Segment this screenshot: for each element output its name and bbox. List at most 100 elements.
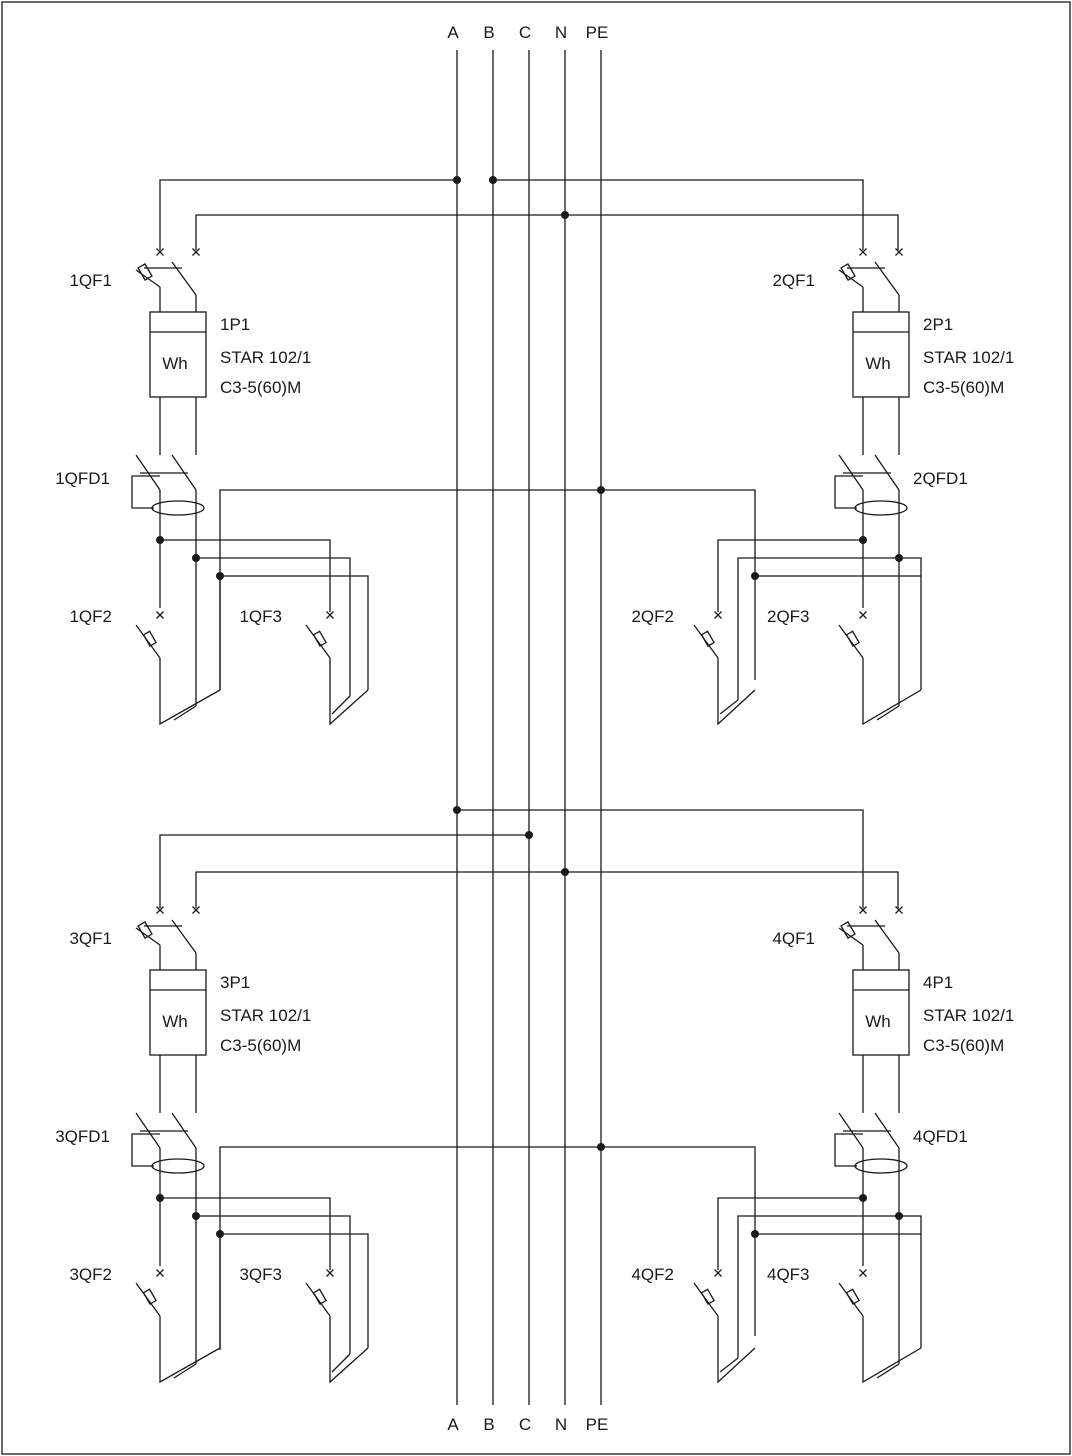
meter-symbol: Wh [865, 1012, 891, 1031]
pe-feeder-upper [219, 489, 756, 690]
rcd-label: 4QFD1 [913, 1127, 968, 1146]
terminal-cross [156, 248, 164, 256]
breaker-label: 4QF1 [772, 929, 815, 948]
feeder-4 [457, 809, 864, 908]
test-loop [131, 475, 160, 509]
meter-rating: C3-5(60)M [220, 1036, 301, 1055]
meter-symbol: Wh [162, 354, 188, 373]
rcd-label: 2QFD1 [913, 469, 968, 488]
test-loop [834, 475, 863, 509]
meter-rating: C3-5(60)M [220, 378, 301, 397]
meter-symbol: Wh [865, 354, 891, 373]
output-label-2: 3QF3 [239, 1265, 282, 1284]
rcd-label: 1QFD1 [55, 469, 110, 488]
trip-coil [137, 921, 153, 939]
junction-dot [453, 806, 461, 814]
output-cable [717, 1328, 756, 1384]
wire [173, 1363, 197, 1379]
cross-stroke [714, 1269, 722, 1277]
terminal-cross [326, 1269, 334, 1277]
wire [173, 705, 197, 721]
meter-box [149, 311, 207, 398]
junction-dot [561, 211, 569, 219]
bus-label-bottom: PE [586, 1415, 609, 1434]
terminal-cross [714, 611, 722, 619]
main-breaker [838, 261, 900, 312]
output-cable [862, 1328, 922, 1384]
meter-box [852, 969, 910, 1056]
bus-label-bottom: B [483, 1415, 494, 1434]
test-loop [834, 1133, 863, 1167]
rcd-switch [131, 454, 205, 558]
switch-blade [874, 261, 900, 296]
breaker-label: 3QF1 [69, 929, 112, 948]
output-feed-pe-right [899, 557, 922, 690]
output-feed-neutral [196, 557, 351, 696]
bus-label-top: PE [586, 23, 609, 42]
terminal-cross [895, 906, 903, 914]
cross-stroke [859, 1269, 867, 1277]
output-feed-neutral [737, 1215, 899, 1358]
output-feed-phase [717, 1197, 863, 1270]
meter-rating: C3-5(60)M [923, 378, 1004, 397]
switch-blade [874, 919, 900, 954]
junction-dot [525, 831, 533, 839]
junction-dot [597, 1143, 605, 1151]
cross-stroke [859, 248, 867, 256]
output-feed-neutral [196, 1215, 351, 1354]
breaker-label: 2QF1 [772, 271, 815, 290]
output-label-2: 2QF3 [767, 607, 810, 626]
bus-label-top: A [447, 23, 459, 42]
output-label-1: 3QF2 [69, 1265, 112, 1284]
trip-coil [700, 1288, 715, 1305]
output-feed-phase [160, 1197, 331, 1270]
wire [876, 705, 900, 721]
terminal-cross [156, 906, 164, 914]
output-label-2: 1QF3 [239, 607, 282, 626]
wire [331, 695, 351, 715]
cross-stroke [895, 906, 903, 914]
meter-name: 3P1 [220, 973, 250, 992]
neutral-feeder-lower [195, 871, 899, 908]
terminal-cross [859, 248, 867, 256]
terminal-cross [192, 906, 200, 914]
terminal-cross [192, 248, 200, 256]
output-label-1: 1QF2 [69, 607, 112, 626]
trip-coil [142, 1288, 157, 1305]
terminal-cross [156, 1269, 164, 1277]
pe-feeder-lower [219, 1146, 756, 1350]
rcd-switch [131, 1112, 205, 1216]
cross-stroke [895, 248, 903, 256]
breaker-label: 1QF1 [69, 271, 112, 290]
output-feed-phase [717, 539, 863, 612]
cross-stroke [859, 906, 867, 914]
terminal-cross [859, 906, 867, 914]
wire [331, 1353, 351, 1373]
current-transformer [151, 1158, 205, 1174]
rcd-switch [834, 454, 908, 558]
feeder-1 [159, 179, 457, 250]
main-breaker [838, 919, 900, 970]
cross-stroke [859, 611, 867, 619]
output-label-2: 4QF3 [767, 1265, 810, 1284]
trip-coil [137, 263, 153, 281]
junction-dot [489, 176, 497, 184]
output-feed-neutral [737, 557, 899, 700]
trip-coil [700, 630, 715, 647]
cross-stroke [156, 906, 164, 914]
meter-box [149, 969, 207, 1056]
wire [719, 699, 739, 715]
wire [876, 1363, 900, 1379]
rcd-switch [834, 1112, 908, 1216]
meter-name: 4P1 [923, 973, 953, 992]
cross-stroke [192, 248, 200, 256]
meter-model: STAR 102/1 [220, 1006, 311, 1025]
trip-coil [840, 921, 856, 939]
